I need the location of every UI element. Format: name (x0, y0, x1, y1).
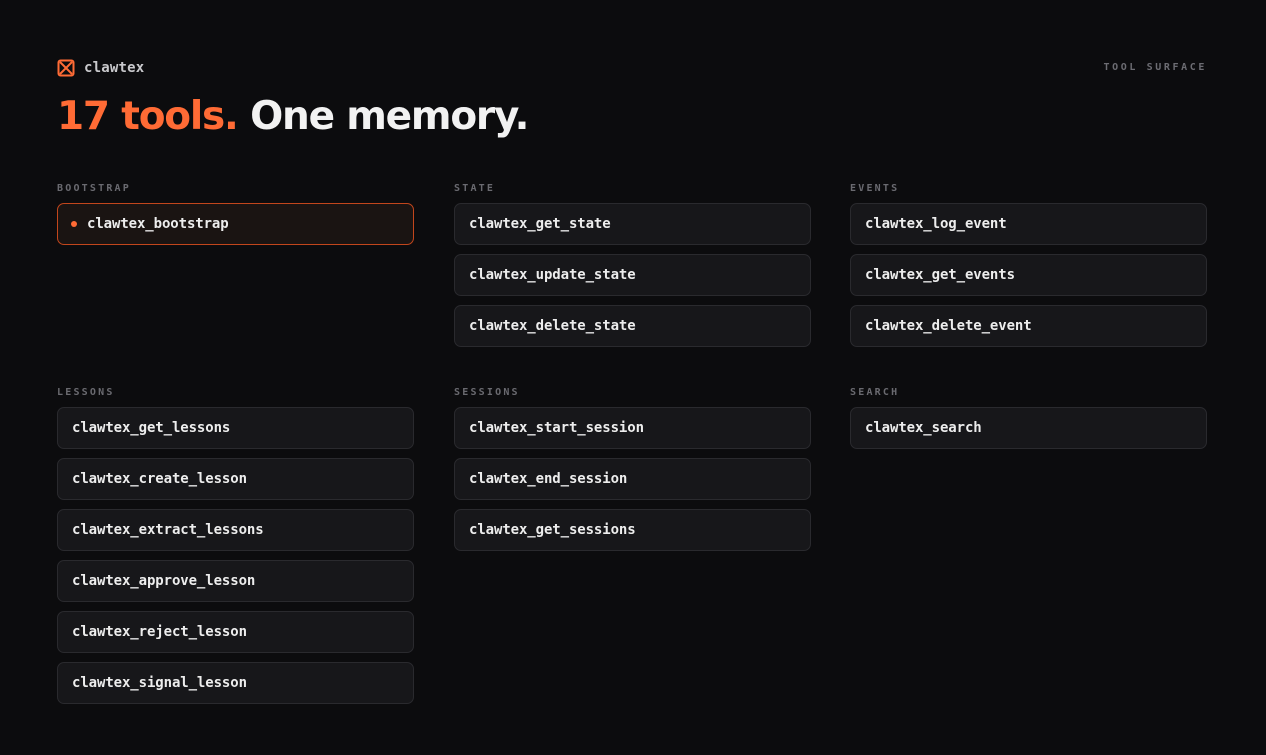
brand-name: clawtex (84, 60, 145, 76)
tool-name: clawtex_signal_lesson (72, 675, 247, 691)
tool-item-extract-lessons[interactable]: clawtex_extract_lessons (57, 509, 414, 551)
tool-item-delete-event[interactable]: clawtex_delete_event (850, 305, 1207, 347)
tool-name: clawtex_search (865, 420, 982, 436)
tool-item-search[interactable]: clawtex_search (850, 407, 1207, 449)
tool-name: clawtex_approve_lesson (72, 573, 256, 589)
tool-item-log-event[interactable]: clawtex_log_event (850, 203, 1207, 245)
tool-item-signal-lesson[interactable]: clawtex_signal_lesson (57, 662, 414, 704)
tool-name: clawtex_update_state (469, 267, 636, 283)
tool-name: clawtex_reject_lesson (72, 624, 247, 640)
tool-item-delete-state[interactable]: clawtex_delete_state (454, 305, 811, 347)
tool-item-reject-lesson[interactable]: clawtex_reject_lesson (57, 611, 414, 653)
tool-item-get-lessons[interactable]: clawtex_get_lessons (57, 407, 414, 449)
tool-list: clawtex_get_lessons clawtex_create_lesso… (57, 407, 414, 713)
tool-name: clawtex_delete_event (865, 318, 1032, 334)
active-dot-icon (71, 221, 77, 227)
tool-list: clawtex_log_event clawtex_get_events cla… (850, 203, 1207, 356)
tool-list: clawtex_search (850, 407, 1207, 458)
brand[interactable]: clawtex (57, 58, 144, 78)
tool-list: clawtex_start_session clawtex_end_sessio… (454, 407, 811, 560)
tool-item-bootstrap[interactable]: clawtex_bootstrap (57, 203, 414, 245)
page-title: 17 tools. One memory. (57, 92, 529, 142)
tool-name: clawtex_log_event (865, 216, 1007, 232)
tool-name: clawtex_start_session (469, 420, 644, 436)
group-label: SESSIONS (454, 387, 520, 398)
headline-accent: 17 tools. (57, 94, 239, 139)
group-label: STATE (454, 183, 496, 194)
tool-item-update-state[interactable]: clawtex_update_state (454, 254, 811, 296)
group-label: SEARCH (850, 387, 900, 398)
tool-item-create-lesson[interactable]: clawtex_create_lesson (57, 458, 414, 500)
tool-list: clawtex_get_state clawtex_update_state c… (454, 203, 811, 356)
tool-name: clawtex_get_lessons (72, 420, 231, 436)
clawtex-logo-icon (57, 59, 75, 77)
tool-item-get-events[interactable]: clawtex_get_events (850, 254, 1207, 296)
top-bar: clawtex TOOL SURFACE (57, 58, 1207, 78)
tool-name: clawtex_bootstrap (87, 216, 229, 232)
tool-item-get-state[interactable]: clawtex_get_state (454, 203, 811, 245)
tool-name: clawtex_get_events (865, 267, 1015, 283)
tool-name: clawtex_delete_state (469, 318, 636, 334)
tool-item-start-session[interactable]: clawtex_start_session (454, 407, 811, 449)
tool-item-approve-lesson[interactable]: clawtex_approve_lesson (57, 560, 414, 602)
tool-surface-page: clawtex TOOL SURFACE 17 tools. One memor… (57, 0, 1207, 755)
section-label: TOOL SURFACE (1103, 62, 1207, 73)
tool-name: clawtex_extract_lessons (72, 522, 264, 538)
tool-item-get-sessions[interactable]: clawtex_get_sessions (454, 509, 811, 551)
tool-list: clawtex_bootstrap (57, 203, 414, 254)
tool-name: clawtex_end_session (469, 471, 628, 487)
group-label: LESSONS (57, 387, 115, 398)
headline-rest: One memory. (237, 94, 529, 139)
group-label: BOOTSTRAP (57, 183, 131, 194)
tool-name: clawtex_create_lesson (72, 471, 247, 487)
tool-item-end-session[interactable]: clawtex_end_session (454, 458, 811, 500)
tool-name: clawtex_get_sessions (469, 522, 636, 538)
group-label: EVENTS (850, 183, 900, 194)
tool-name: clawtex_get_state (469, 216, 611, 232)
